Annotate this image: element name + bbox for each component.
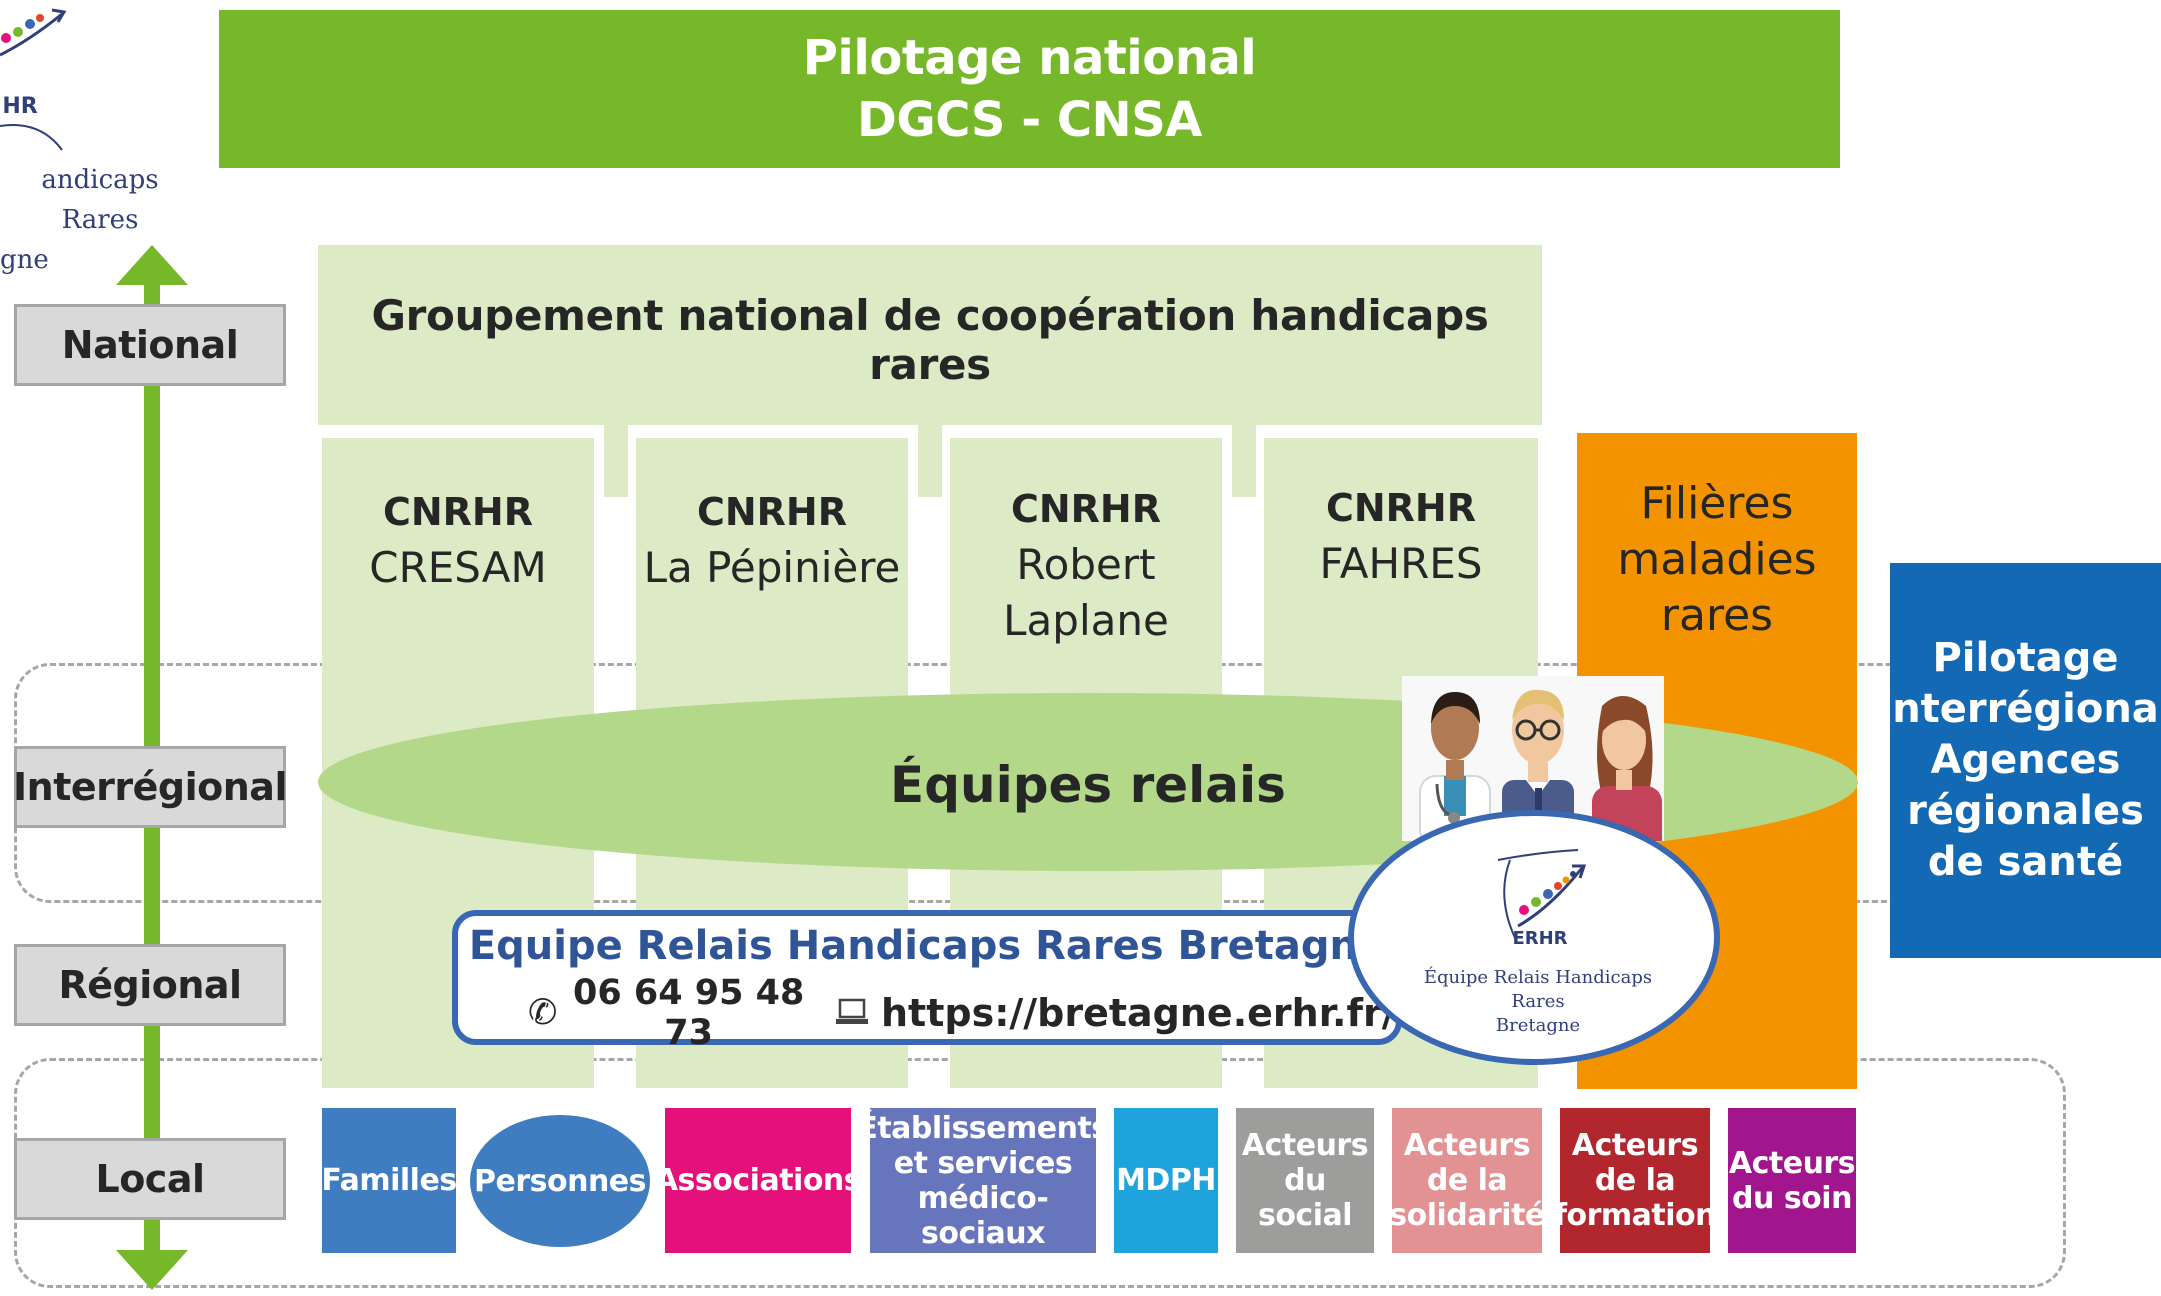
local-familles: Familles xyxy=(321,1108,457,1253)
groupement-box xyxy=(318,245,1542,425)
erhr-logo-caption: Équipe Relais Handicaps Rares Bretagne xyxy=(1398,967,1678,1036)
connector xyxy=(918,425,942,497)
cnrhr-name: La Pépinière xyxy=(643,543,901,592)
corner-logo-line2: gne xyxy=(0,245,49,275)
local-acteurs-social: Acteurs du social xyxy=(1236,1108,1374,1253)
corner-logo xyxy=(0,0,70,80)
contact-phone-number: 06 64 95 48 73 xyxy=(572,973,805,1053)
cnrhr-label-cresam: CNRHR CRESAM xyxy=(322,480,594,600)
level-interregional: Interrégional xyxy=(13,746,287,828)
cnrhr-tag: CNRHR xyxy=(1010,487,1161,531)
local-acteurs-soin: Acteurs du soin xyxy=(1728,1108,1856,1253)
contact-box xyxy=(452,910,1402,1045)
local-etablissements: Établissements et services médico-sociau… xyxy=(857,1108,1109,1253)
level-local: Local xyxy=(14,1138,286,1220)
national-steering-banner: Pilotage national DGCS - CNSA xyxy=(219,10,1840,168)
cnrhr-name: FAHRES xyxy=(1319,539,1483,588)
cnrhr-label-laplane: CNRHR Robert Laplane xyxy=(950,480,1222,650)
local-associations: Associations xyxy=(655,1108,862,1253)
corner-logo-curve xyxy=(0,118,70,158)
interregional-steering-box: Pilotage interrégional Agences régionale… xyxy=(1878,563,2161,958)
cnrhr-name-line2: Laplane xyxy=(1003,596,1169,645)
phone-icon: ✆ xyxy=(528,993,558,1033)
ars-line3: Agences xyxy=(1930,737,2121,783)
ars-line5: de santé xyxy=(1927,839,2124,885)
erhr-logo-icon xyxy=(1490,848,1590,948)
groupement-label: Groupement national de coopération handi… xyxy=(371,291,1489,389)
banner-line2: DGCS - CNSA xyxy=(857,92,1202,148)
cnrhr-tag: CNRHR xyxy=(696,490,847,534)
filieres-line3: rares xyxy=(1660,590,1774,641)
ars-line4: régionales xyxy=(1907,788,2144,834)
corner-logo-text: andicaps Rares gne xyxy=(0,160,200,275)
ars-line1: Pilotage xyxy=(1932,635,2119,681)
arrow-down-icon xyxy=(116,1250,188,1290)
contact-phone[interactable]: ✆ 06 64 95 48 73 xyxy=(528,973,808,1053)
cnrhr-name: CRESAM xyxy=(369,543,547,592)
equipes-relais-label: Équipes relais xyxy=(890,756,1286,814)
laptop-icon xyxy=(835,991,869,1035)
local-personnes: Personnes xyxy=(470,1115,650,1247)
local-mdph: MDPH xyxy=(1114,1108,1218,1253)
banner-line1: Pilotage national xyxy=(802,30,1257,86)
erhr-logo-line2: Bretagne xyxy=(1495,1015,1581,1036)
contact-title: Equipe Relais Handicaps Rares Bretagne xyxy=(468,923,1386,969)
cnrhr-name: Robert xyxy=(1016,540,1156,589)
level-national: National xyxy=(14,304,286,386)
arrow-up-icon xyxy=(116,245,188,285)
cnrhr-label-fahres: CNRHR FAHRES xyxy=(1264,476,1538,596)
corner-logo-swoosh-icon xyxy=(0,8,67,57)
cnrhr-label-pepiniere: CNRHR La Pépinière xyxy=(636,480,908,600)
corner-logo-acronym: HR xyxy=(2,93,38,119)
woman-icon xyxy=(1592,696,1662,841)
ars-line2: interrégional xyxy=(1878,686,2161,732)
local-acteurs-solidarite: Acteurs de la solidarité xyxy=(1389,1108,1545,1253)
filieres-line1: Filières xyxy=(1640,478,1794,529)
corner-logo-line1: andicaps Rares xyxy=(41,165,159,235)
erhr-logo-line1: Équipe Relais Handicaps Rares xyxy=(1423,967,1653,1012)
contact-website[interactable]: https://bretagne.erhr.fr/ xyxy=(835,985,1396,1041)
filieres-line2: maladies xyxy=(1617,534,1817,585)
cnrhr-tag: CNRHR xyxy=(382,490,533,534)
level-regional: Régional xyxy=(14,944,286,1026)
erhr-logo-acronym: ERHR xyxy=(1512,927,1568,949)
erhr-logo-circle xyxy=(1348,810,1720,1065)
cnrhr-tag: CNRHR xyxy=(1325,486,1476,530)
connector xyxy=(604,425,628,497)
connector xyxy=(1232,425,1256,497)
local-acteurs-formation: Acteurs de la formation xyxy=(1554,1108,1717,1253)
contact-website-url: https://bretagne.erhr.fr/ xyxy=(881,991,1396,1035)
filieres-label: Filières maladies rares xyxy=(1577,475,1857,645)
